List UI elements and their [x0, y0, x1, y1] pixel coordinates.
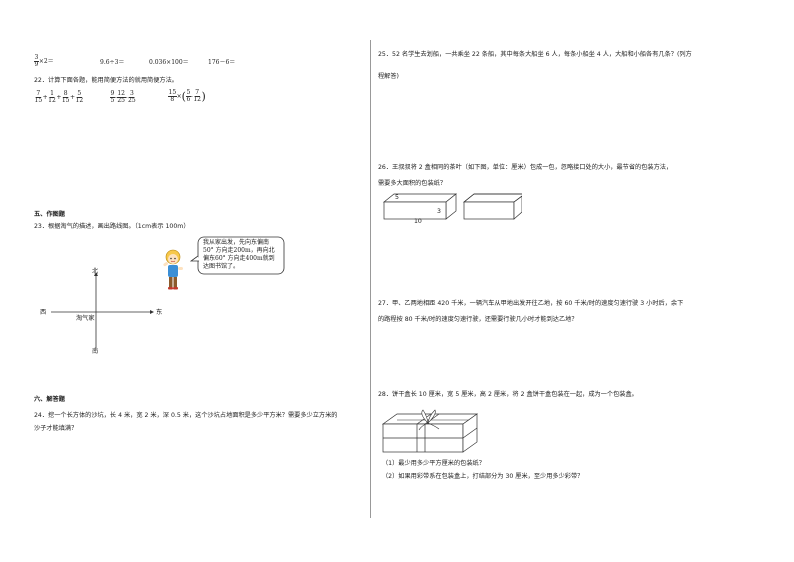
section-6-heading: 六、解答题: [34, 396, 65, 403]
q22-text: 22．计算下面各题，能用简便方法的就用简便方法。: [34, 77, 178, 84]
home-label: 淘气家: [76, 315, 95, 322]
compass-west-label: 西: [40, 309, 47, 316]
gift-box-figure: [381, 409, 479, 453]
q28-sub-2: （2）如果用彩带系在包装盒上，打结部分为 30 厘米，至少用多少彩带？: [382, 473, 584, 480]
box-length-label: 10: [414, 218, 422, 225]
q21-item3: 0.036×100＝: [149, 59, 189, 66]
q23-text: 23．根据淘气的描述，画出路线图。（1cm表示 100m）: [34, 223, 190, 230]
q27-text: 27．甲、乙两地相距 420 千米，一辆汽车从甲地出发开往乙地，按 60 千米/…: [378, 300, 684, 323]
column-divider: [370, 40, 371, 518]
section-5-heading: 五、作图题: [34, 211, 65, 218]
compass-axes: [51, 272, 154, 348]
q28-text: 28．饼干盒长 10 厘米，宽 5 厘米，高 2 厘米，将 2 盒饼干盒包装在一…: [378, 391, 638, 398]
boy-illustration: [163, 249, 183, 290]
speech-bubble-text: 我从家出发，先向东偏南 50° 方向走200m，再向北 偏东60° 方向走400…: [203, 239, 275, 270]
compass-east-label: 东: [156, 309, 163, 316]
q24-text: 24．挖一个长方体的沙坑，长 4 米，宽 2 米，深 0.5 米，这个沙坑占地面…: [34, 412, 338, 432]
speech-bubble-outline: [190, 236, 285, 275]
box-height-label: 5: [395, 194, 399, 201]
q28-sub-1: （1）最少用多少平方厘米的包装纸？: [382, 460, 485, 467]
tea-box-figures: [383, 193, 522, 220]
q21-item4: 176－6＝: [208, 59, 236, 66]
q26-text: 26．王叔叔将 2 盒相同的茶叶（如下图，单位：厘米）包成一包，忽略接口处的大小…: [378, 164, 673, 187]
q21-item2: 9.6÷3＝: [100, 59, 125, 66]
compass-north-label: 北: [92, 268, 99, 275]
box-width-label: 3: [437, 208, 441, 215]
compass-south-label: 南: [92, 348, 99, 355]
q25-text: 25．52 名学生去划船，一共乘坐 22 条船，其中每条大船坐 6 人，每条小船…: [378, 51, 692, 80]
